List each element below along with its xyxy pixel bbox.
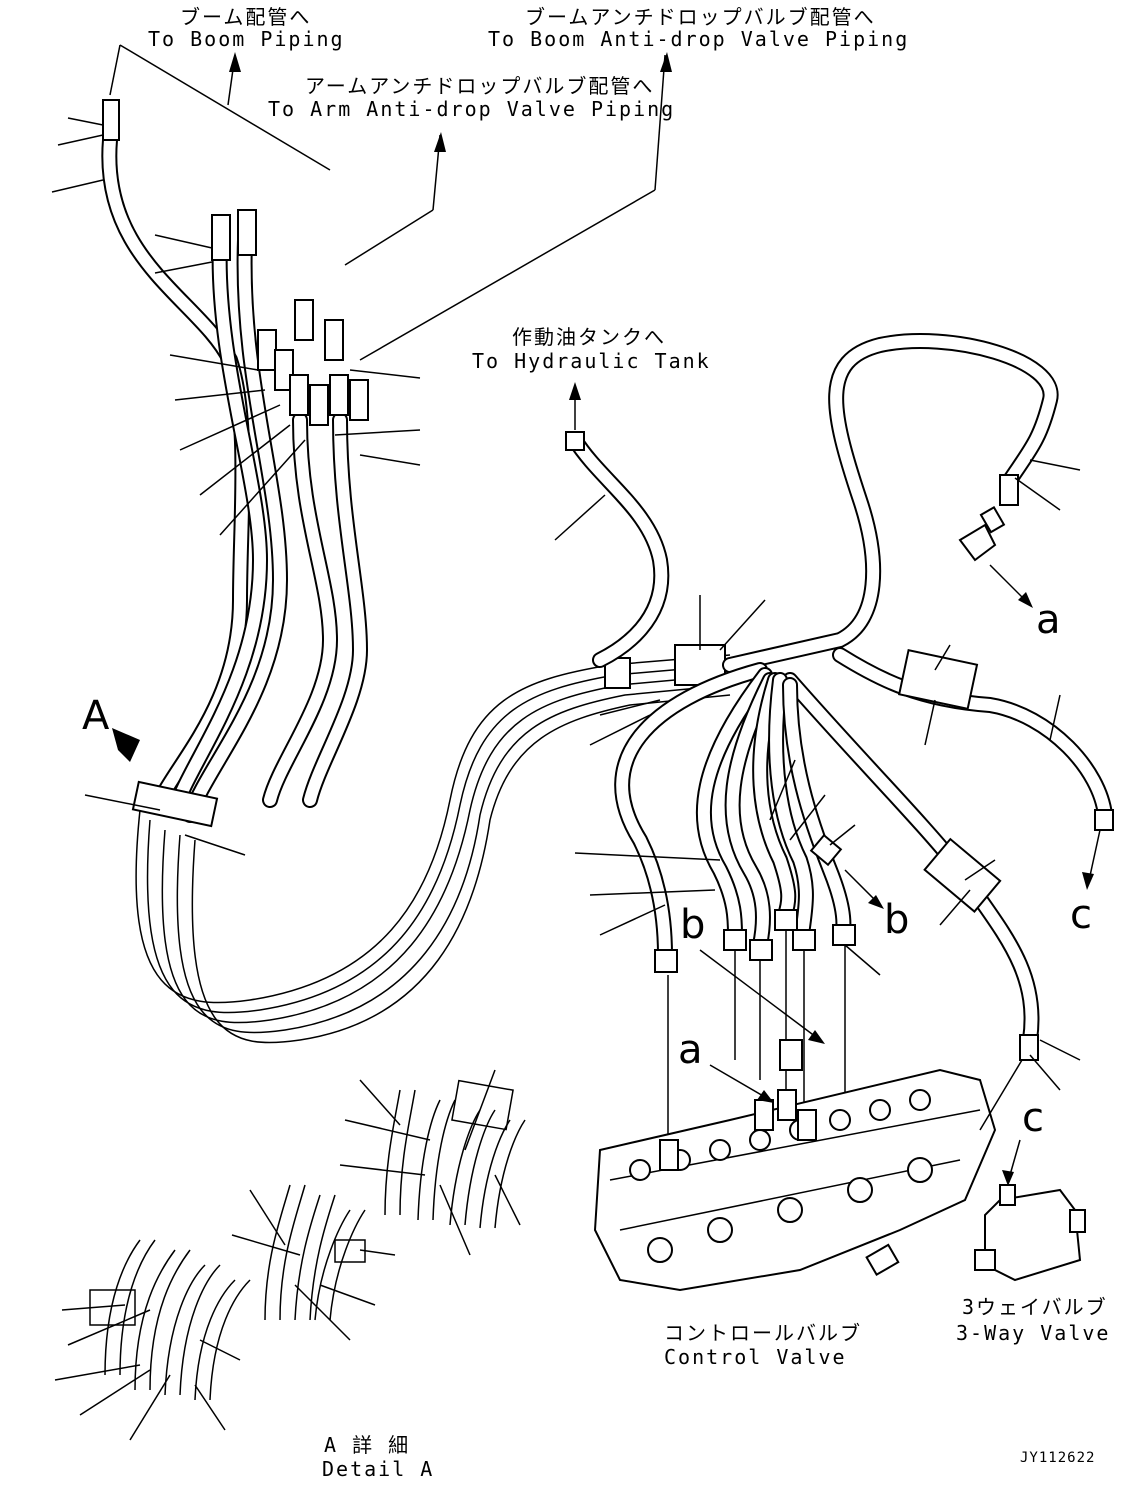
right-loop-hose	[722, 333, 1114, 1061]
hydraulic-tank-label-jp: 作動油タンクへ	[512, 325, 666, 349]
control-valve-hoses	[614, 662, 856, 1150]
marker-c-right: c	[1070, 892, 1092, 938]
main-hose-loop	[131, 644, 731, 1044]
fitting-a	[958, 505, 1033, 608]
detail-a-sketches	[54, 1069, 526, 1441]
marker-b-left: b	[680, 902, 706, 948]
drawing-reference: JY112622	[1020, 1450, 1096, 1466]
label-leaders	[109, 44, 672, 430]
tank-hose	[565, 431, 670, 668]
detail-a-label-jp: A 詳 細	[324, 1433, 411, 1457]
control-valve-label-en: Control Valve	[664, 1345, 847, 1369]
upper-left-hose-bundle	[101, 99, 369, 823]
three-way-valve-label-jp: 3ウェイバルブ	[962, 1295, 1108, 1319]
boom-piping-label-jp: ブーム配管へ	[180, 5, 312, 29]
arm-antidrop-label-jp: アームアンチドロップバルブ配管へ	[305, 74, 655, 98]
three-way-valve-label-en: 3-Way Valve	[956, 1321, 1111, 1345]
control-valve-label-jp: コントロールバルブ	[664, 1321, 862, 1345]
marker-arrows	[112, 728, 1101, 1103]
marker-c-lower: c	[1022, 1095, 1044, 1141]
marker-a-mid: a	[678, 1027, 703, 1073]
marker-b-right: b	[884, 897, 910, 943]
arm-antidrop-label-en: To Arm Anti-drop Valve Piping	[268, 97, 676, 121]
hydraulic-tank-label-en: To Hydraulic Tank	[472, 349, 711, 373]
detail-a-label-en: Detail A	[322, 1457, 435, 1481]
boom-piping-label-en: To Boom Piping	[148, 27, 345, 51]
boom-antidrop-label-jp: ブームアンチドロップバルブ配管へ	[525, 5, 876, 29]
three-way-valve	[974, 1059, 1086, 1282]
part-leaders	[51, 117, 1081, 1091]
control-valve-block	[593, 1039, 997, 1292]
marker-a-top: a	[1036, 597, 1061, 643]
boom-antidrop-label-en: To Boom Anti-drop Valve Piping	[488, 27, 910, 51]
marker-A: A	[82, 693, 110, 739]
